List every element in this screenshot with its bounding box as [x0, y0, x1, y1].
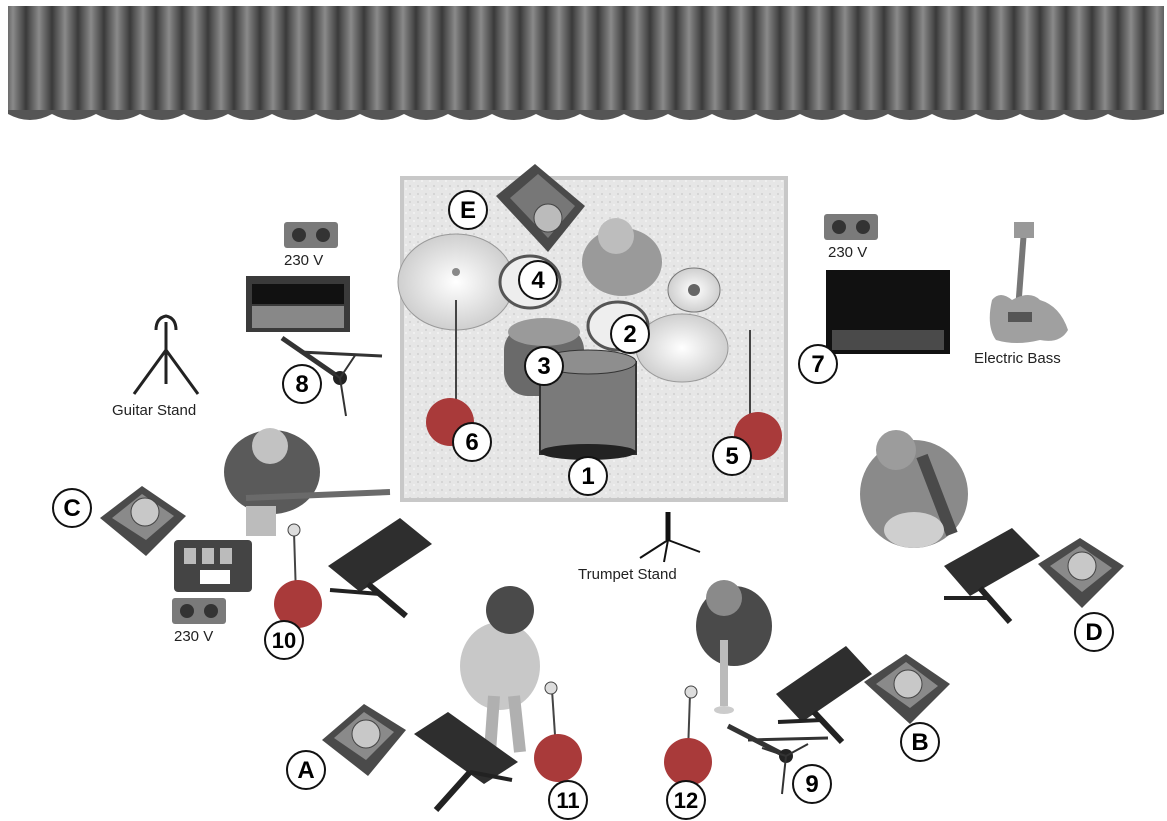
trumpet-stand-label: Trumpet Stand — [578, 566, 677, 583]
badge-5: 5 — [712, 436, 752, 476]
mic-stand-9 — [726, 723, 829, 795]
svg-text:1: 1 — [581, 463, 594, 490]
svg-text:C: C — [63, 495, 80, 522]
pedalboard — [174, 540, 252, 592]
power-left-label: 230 V — [284, 252, 324, 269]
svg-text:B: B — [911, 729, 928, 756]
music-stand-trumpet — [776, 646, 872, 745]
trumpet-player — [696, 580, 772, 714]
svg-text:11: 11 — [556, 788, 579, 813]
guitar-stand-label: Guitar Stand — [112, 402, 197, 419]
svg-text:A: A — [297, 757, 314, 784]
bass-amp — [826, 270, 950, 354]
badge-b: B — [900, 722, 940, 762]
trumpet-stand — [639, 512, 701, 563]
badge-1: 1 — [568, 456, 608, 496]
music-stand-right — [944, 528, 1040, 624]
monitor-a — [322, 704, 406, 776]
drummer — [582, 218, 662, 296]
power-outlet-bottom — [172, 598, 226, 624]
badge-10: 10 — [264, 620, 304, 660]
music-stand-left — [328, 518, 432, 619]
badge-2: 2 — [610, 314, 650, 354]
monitor-b — [864, 654, 950, 724]
power-bottom-label: 230 V — [174, 628, 214, 645]
svg-text:10: 10 — [272, 628, 296, 653]
svg-text:3: 3 — [537, 353, 550, 380]
guitar-amp — [246, 276, 350, 332]
curtain — [8, 6, 1164, 120]
svg-text:2: 2 — [623, 321, 636, 348]
svg-text:12: 12 — [674, 788, 698, 813]
power-outlet-right — [824, 214, 878, 240]
badge-11: 11 — [548, 780, 588, 820]
monitor-e — [496, 164, 585, 252]
badge-a: A — [286, 750, 326, 790]
monitor-c — [100, 486, 186, 556]
badge-9: 9 — [792, 764, 832, 804]
monitor-d — [1038, 538, 1124, 608]
bassist — [860, 430, 968, 548]
svg-text:8: 8 — [295, 371, 308, 398]
guitar-stand — [132, 314, 200, 395]
svg-text:4: 4 — [531, 267, 545, 294]
badge-d: D — [1074, 612, 1114, 652]
badge-6: 6 — [452, 422, 492, 462]
electric-bass — [989, 222, 1068, 343]
badge-4: 4 — [518, 260, 558, 300]
mic-base-12 — [664, 685, 712, 786]
badge-c: C — [52, 488, 92, 528]
guitarist — [224, 428, 391, 536]
badge-e: E — [448, 190, 488, 230]
badge-12: 12 — [666, 780, 706, 820]
svg-text:6: 6 — [465, 429, 478, 456]
power-right-label: 230 V — [828, 244, 868, 261]
badge-7: 7 — [798, 344, 838, 384]
mic-stand-8 — [280, 335, 383, 417]
mic-base-11 — [534, 681, 582, 782]
badge-8: 8 — [282, 364, 322, 404]
badge-3: 3 — [524, 346, 564, 386]
power-outlet-left — [284, 222, 338, 248]
svg-text:7: 7 — [811, 351, 824, 378]
mic-base-10 — [274, 523, 322, 628]
svg-text:D: D — [1085, 619, 1102, 646]
music-stand-center — [414, 712, 518, 813]
svg-text:9: 9 — [805, 771, 818, 798]
electric-bass-label: Electric Bass — [974, 350, 1061, 367]
svg-text:E: E — [460, 197, 476, 224]
lead-singer — [460, 586, 540, 753]
svg-text:5: 5 — [725, 443, 738, 470]
